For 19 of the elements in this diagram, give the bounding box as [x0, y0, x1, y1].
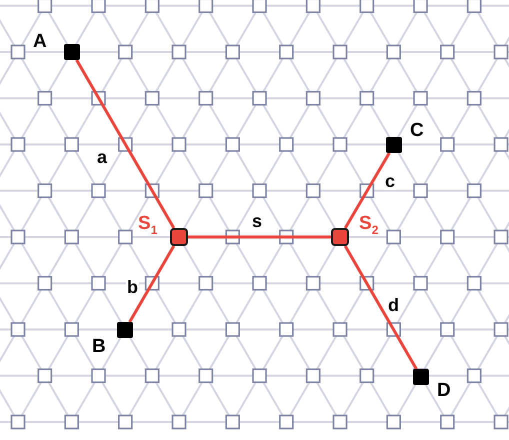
node-letter: C — [410, 121, 424, 140]
edge-label: b — [126, 278, 139, 296]
node-letter: A — [33, 32, 47, 51]
edge-label: d — [387, 296, 400, 314]
terminal-square — [413, 369, 429, 385]
connector-line — [75, 59, 176, 229]
terminal-square — [64, 44, 80, 60]
connector-line — [344, 245, 418, 370]
node-letter: S$_{1}$ — [138, 214, 158, 236]
node-letter: D — [437, 381, 451, 400]
connector-line — [344, 152, 391, 229]
node-letter: B — [92, 337, 106, 356]
connector-line — [188, 236, 331, 238]
connector-line — [128, 245, 176, 323]
junction-square — [170, 228, 188, 246]
junction-square — [331, 228, 349, 246]
terminal-square — [117, 322, 133, 338]
terminal-square — [386, 137, 402, 153]
node-letter: S$_{2}$ — [359, 214, 378, 236]
